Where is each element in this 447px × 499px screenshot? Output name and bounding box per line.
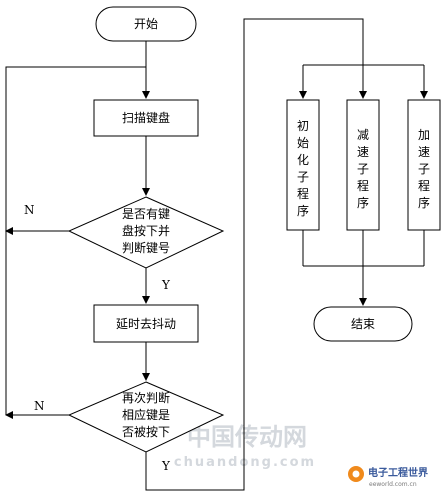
sub-init-char: 序 [297,203,309,218]
start-terminal [95,6,197,42]
sub-accel-char: 加 [418,128,430,142]
decision1-diamond [67,196,225,269]
sub-accel-char: 速 [418,145,430,159]
sub-decel-label: 减 速 子 程 序 [357,128,369,210]
sub-init-char: 化 [297,153,309,167]
sub-init-box [286,99,320,231]
decision1-line1: 是否有键 [122,207,170,221]
sub-decel-char: 减 [357,128,369,142]
eeworld-logo: 电子工程世界 eeworld.com.cn [348,466,428,488]
decision1-line2: 盘按下并 [122,223,170,238]
sub-decel-char: 速 [357,145,369,159]
sub-decel-char: 程 [357,178,369,193]
sub-accel-box [407,99,441,231]
start-label: 开始 [134,17,158,31]
sub-init-char: 子 [297,170,309,184]
decision1-no-label: N [24,203,35,217]
sub-init-char: 初 [297,119,309,133]
decision2-diamond [67,381,225,453]
route-to-subroutines [145,18,364,491]
watermark-cn: 中国传动网 [187,423,307,451]
decision2-yes-label: Y [161,459,171,473]
scan-keyboard-box [93,99,199,137]
connectors [5,18,428,491]
sub-accel-char: 序 [418,195,430,210]
sub-decel-box [346,99,380,231]
sub-accel-label: 加 速 子 程 序 [418,128,430,210]
debounce-label: 延时去抖动 [116,317,176,331]
sub-init-char: 始 [297,136,309,150]
sub-init-label: 初 始 化 子 程 序 [297,119,309,218]
decision1-yes-label: Y [161,278,171,292]
scan-keyboard-label: 扫描键盘 [122,110,170,125]
decision2-line3: 否被按下 [122,425,170,439]
decision1-line3: 判断键号 [122,240,170,255]
end-label: 结束 [351,317,375,331]
sub-decel-char: 序 [357,195,369,210]
decision2-line2: 相应键是 [122,407,170,422]
sub-accel-char: 程 [418,178,430,193]
watermark: 中国传动网 chuandong.com [174,423,316,470]
end-terminal [313,306,413,342]
logo-title: 电子工程世界 [368,466,428,479]
sub-accel-char: 子 [418,162,430,176]
logo-mark-inner [352,470,360,478]
loop-back-line [5,66,146,415]
decision2-line1: 再次判断 [122,390,170,405]
decision2-no-label: N [34,399,45,413]
watermark-en: chuandong.com [174,455,316,470]
logo-site: eeworld.com.cn [369,481,417,488]
sub-init-char: 程 [297,186,309,201]
sub-decel-char: 子 [357,162,369,176]
debounce-box [93,304,199,343]
